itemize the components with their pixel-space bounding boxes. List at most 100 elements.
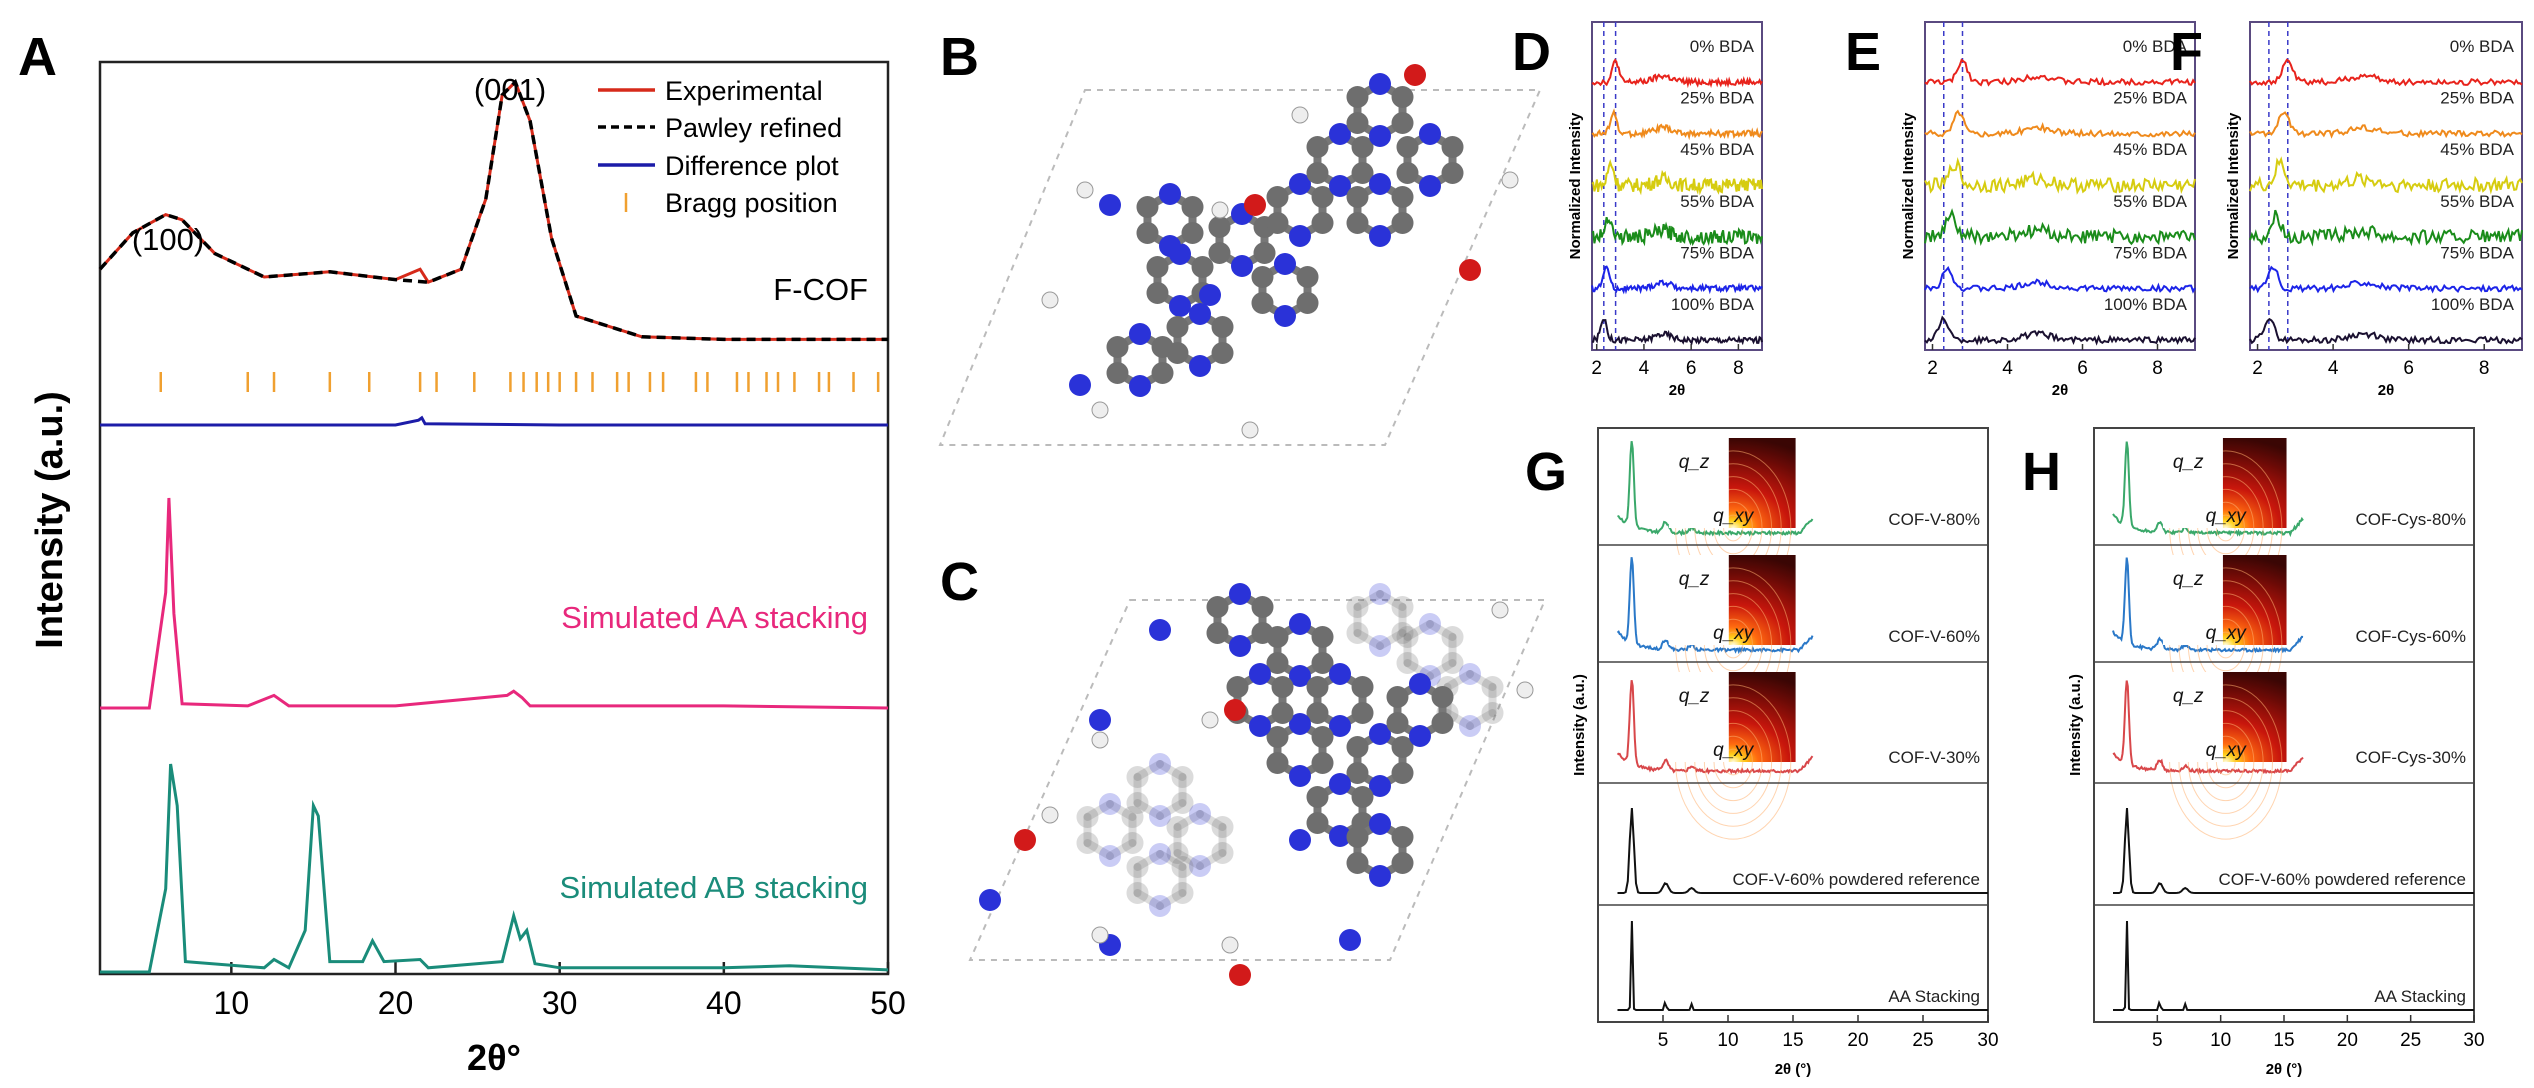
series-line [1617,808,1988,894]
series-line [2249,58,2523,87]
heteroatom [1089,709,1111,731]
atom [1296,292,1319,314]
bond [1156,850,1187,871]
atom [1249,715,1271,737]
xlabel: 2θ [1669,382,1685,399]
ylabel: Intensity (a.u.) [2067,674,2084,776]
atom [1311,726,1334,748]
atom [1181,222,1204,244]
atom [1126,856,1149,878]
panel-label-b: B [940,27,979,87]
series-line [2249,265,2523,294]
ylabel: Normalized Intensity [1567,112,1584,259]
atom [1159,183,1181,205]
atom [1396,652,1419,674]
atom [1431,686,1454,708]
atom [1419,175,1441,197]
bond [1376,590,1407,611]
atom [1329,175,1351,197]
bond [1403,620,1434,641]
series-label: 75% BDA [2440,243,2514,262]
atom [1346,736,1369,758]
atom [1346,186,1369,208]
atom [1419,123,1441,145]
bond [1133,760,1164,781]
legend-text-difference: Difference plot [665,151,839,181]
atom [1166,316,1189,338]
xtick-label: 10 [1717,1030,1738,1051]
bond [1156,760,1187,781]
inset-qz-label: q_z [1679,569,1710,590]
series-line [2249,156,2523,195]
a-series-difference-plot [100,415,888,427]
atom [1369,865,1391,887]
atom [1369,635,1391,657]
atom [1146,282,1169,304]
atom [1431,712,1454,734]
atom [1289,173,1311,195]
inset-qz-label: q_z [1679,686,1710,707]
atom [1251,596,1274,618]
series-label: 75% BDA [1680,243,1754,262]
a-series-pawley-refined [98,78,888,342]
panel-label-f: F [2170,22,2203,82]
series-label: COF-V-80% [1888,510,1980,529]
inset-qxy-label: q_xy [2206,623,2248,644]
series-line [2249,317,2523,346]
atom [1211,316,1234,338]
atom [1396,136,1419,158]
heteroatom [979,889,1001,911]
atom [1351,676,1374,698]
atom [1311,626,1334,648]
inset-label-strip [1668,555,1729,645]
atom [1441,626,1464,648]
legend-text-bragg: Bragg position [665,188,838,218]
hydrogen-atom [1091,401,1109,419]
hydrogen-atom [1241,421,1259,439]
atom [1149,753,1171,775]
atom [1311,652,1334,674]
xtick-label: 6 [2403,358,2414,379]
atom [1346,826,1369,848]
atom [1391,762,1414,784]
bond [1443,709,1474,730]
atom [1311,186,1334,208]
molecule-model-b [1041,64,1519,439]
series-label: 0% BDA [1690,37,1755,56]
ylabel: Intensity (a.u.) [1571,674,1588,776]
atom [1391,112,1414,134]
series-line [1924,109,2196,138]
heteroatom [1149,619,1171,641]
inset-label-strip [2162,438,2223,528]
atom [1231,255,1253,277]
atom [1306,702,1329,724]
atom [1329,663,1351,685]
xlabel: 2θ (°) [2266,1061,2303,1078]
atom [1076,806,1099,828]
hydrogen-atom [1501,171,1519,189]
inset-qz-label: q_z [2173,452,2204,473]
series-line [2112,557,2304,654]
series-label: 100% BDA [2431,295,2515,314]
xtick-label: 4 [2328,358,2339,379]
hydrogen-atom [1211,201,1229,219]
heteroatom [1069,374,1091,396]
atom [1099,845,1121,867]
atom [1249,663,1271,685]
bond [1133,799,1164,820]
hydrogen-atom [1041,806,1059,824]
atom [1391,186,1414,208]
series-line [1924,315,2196,346]
series-label: COF-Cys-60% [2355,627,2466,646]
series-label: COF-V-60% powdered reference [1732,870,1980,889]
axes-frame [2249,21,2523,351]
atom [1419,613,1441,635]
xtick-label: 2 [1591,358,1602,379]
atom [1391,826,1414,848]
hydrogen-atom [1201,711,1219,729]
atom [1346,86,1369,108]
bond [1196,849,1227,870]
atom [1171,792,1194,814]
atom [1189,355,1211,377]
